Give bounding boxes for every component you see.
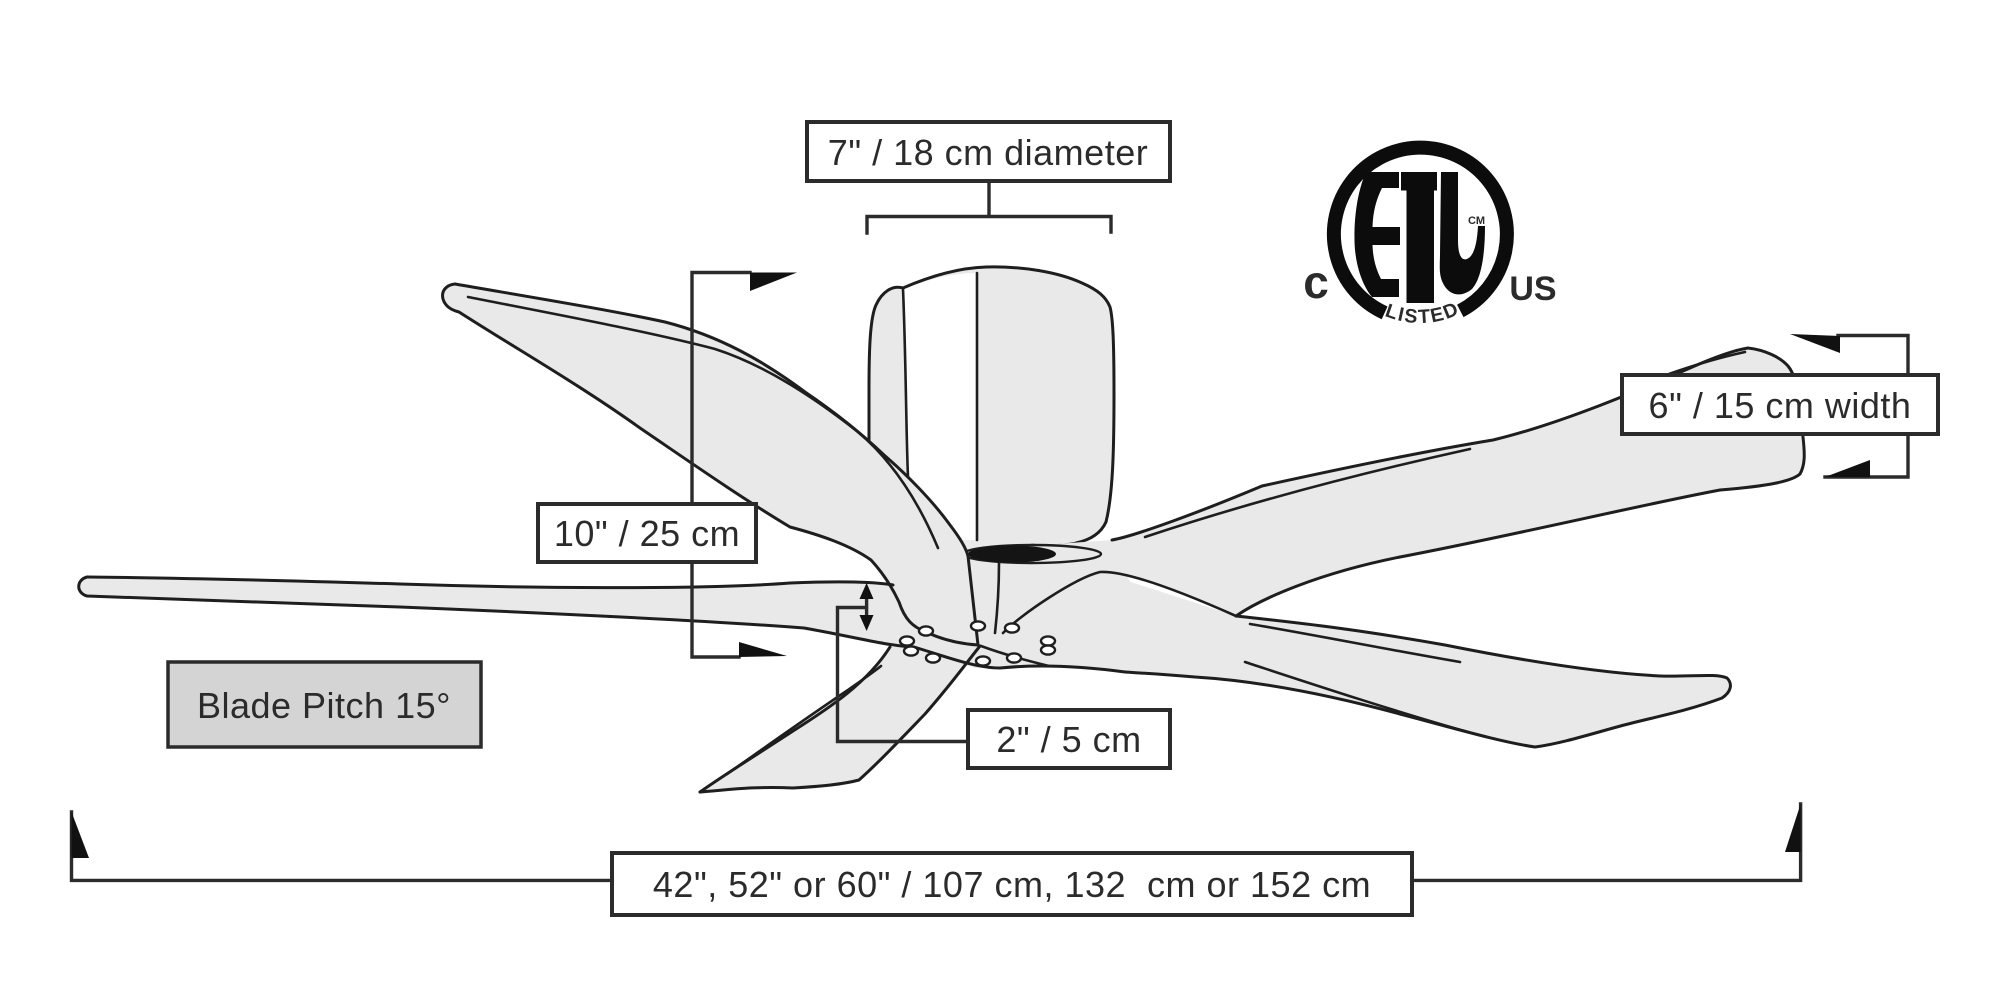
svg-text:c: c <box>1303 256 1329 308</box>
svg-text:2" / 5 cm: 2" / 5 cm <box>996 719 1141 760</box>
svg-text:CM: CM <box>1468 215 1485 227</box>
svg-text:7" / 18 cm diameter: 7" / 18 cm diameter <box>828 132 1148 173</box>
svg-text:42", 52" or 60" / 107 cm, 132: 42", 52" or 60" / 107 cm, 132 cm or 152 … <box>653 864 1371 905</box>
svg-text:10" / 25 cm: 10" / 25 cm <box>554 513 740 554</box>
svg-text:Blade Pitch 15°: Blade Pitch 15° <box>197 685 451 726</box>
svg-text:US: US <box>1509 270 1556 308</box>
svg-text:6" / 15 cm width: 6" / 15 cm width <box>1649 385 1912 426</box>
